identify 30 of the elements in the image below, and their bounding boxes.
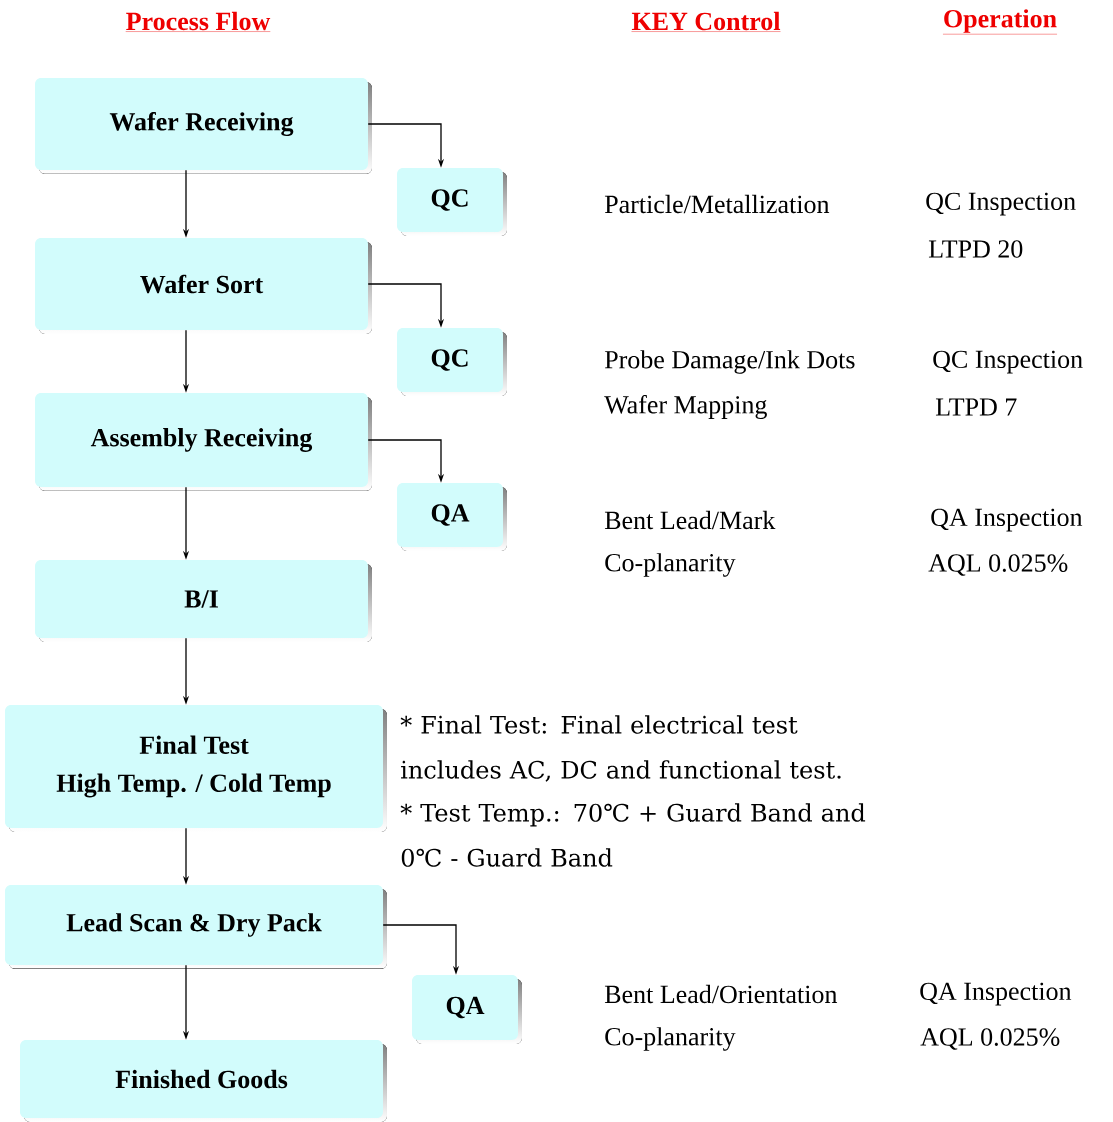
table-cell: Wafer Mapping: [604, 395, 767, 419]
column-heading: KEY Control: [631, 11, 781, 32]
column-heading: Process Flow: [125, 11, 271, 32]
table-cell: QA Inspection: [920, 982, 1072, 1006]
table-cell: Particle/Metallization: [604, 194, 830, 214]
column-heading: Operation: [942, 9, 1058, 35]
table-cell: Co-planarity: [605, 553, 736, 577]
process-box: QA: [397, 483, 507, 551]
process-box: Final Test High Temp. / Cold Temp: [5, 705, 387, 832]
table-cell: QC Inspection: [933, 350, 1083, 374]
process-box: Lead Scan & Dry Pack: [5, 885, 387, 969]
process-box: QC: [397, 168, 507, 236]
table-cell: Co-planarity: [605, 1027, 736, 1051]
table-cell: QA Inspection: [931, 508, 1083, 532]
table-cell: AQL 0.025%: [920, 1028, 1060, 1050]
table-cell: QC Inspection: [926, 192, 1076, 216]
table-cell: Bent Lead/Orientation: [604, 984, 838, 1004]
process-box: Wafer Receiving: [35, 78, 372, 174]
process-box: QA: [412, 975, 522, 1044]
table-cell: LTPD 7: [935, 398, 1017, 416]
table-cell: Probe Damage/Ink Dots: [604, 350, 855, 374]
table-cell: Bent Lead/Mark: [604, 510, 776, 530]
process-box: QC: [397, 328, 507, 396]
process-box: Assembly Receiving: [35, 393, 372, 491]
note-text: * Test Temp.: 70℃ + Guard Band and 0℃ - Guard Band: [400, 803, 866, 867]
process-box: B/I: [35, 560, 372, 642]
table-cell: AQL 0.025%: [928, 554, 1068, 576]
table-cell: LTPD 20: [928, 240, 1023, 258]
process-box: Wafer Sort: [35, 238, 372, 334]
process-box: Finished Goods: [20, 1040, 387, 1122]
